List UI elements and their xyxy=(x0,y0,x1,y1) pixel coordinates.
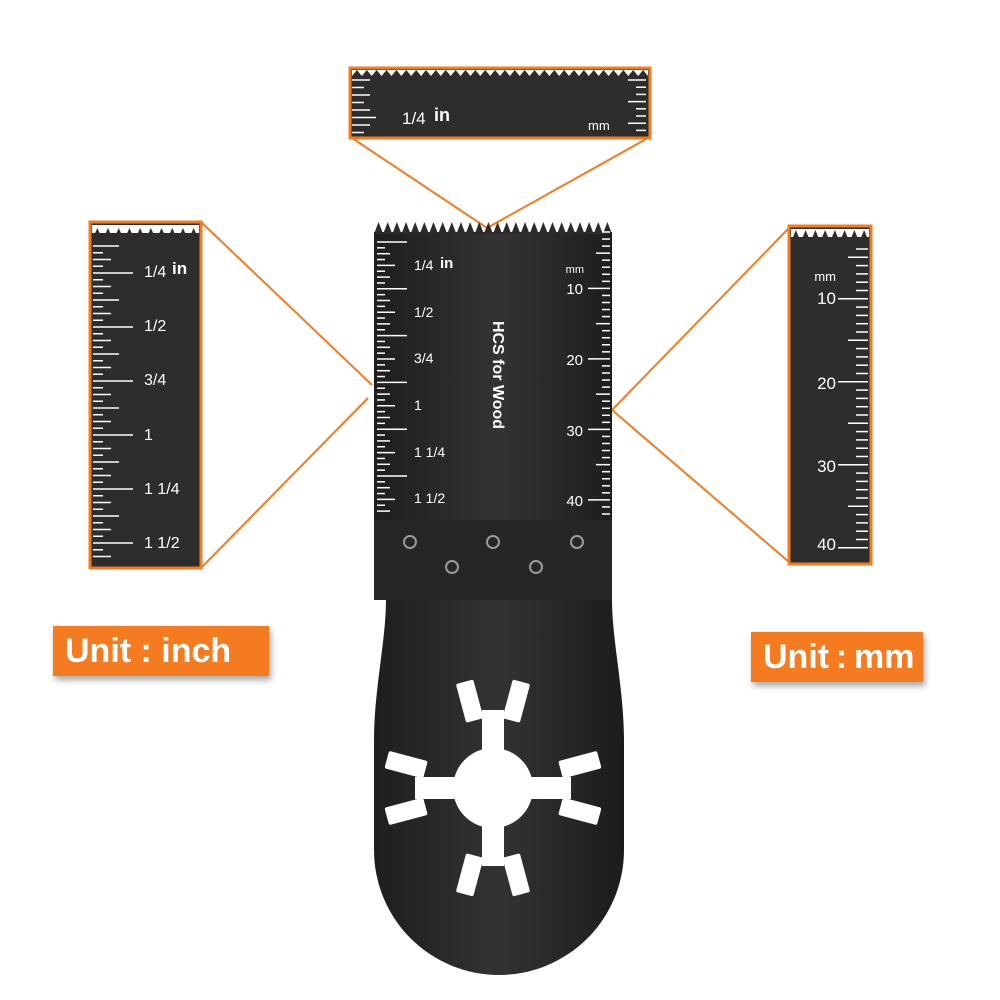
zoom-left-panel: 1/4 in 1/2 3/4 1 1 1/4 1 1/2 xyxy=(88,220,203,570)
zoom-left-inch-unit: in xyxy=(172,259,187,278)
zoom-top-ticks xyxy=(352,79,646,134)
zoom-top-inch-mark: 1/4 xyxy=(402,109,426,128)
blade-inch-mark: 1/4 xyxy=(414,257,434,273)
blade-mm-unit: mm xyxy=(566,264,584,276)
zoom-top-panel: 1/4 in mm xyxy=(348,66,652,140)
mount-slot xyxy=(456,679,484,723)
blade-inch-ticks xyxy=(377,241,407,512)
unit-mm-badge: Unit : mm xyxy=(751,632,923,682)
mount-center-hole xyxy=(453,748,533,828)
zoom-right-mm-mark: 20 xyxy=(817,374,836,393)
zoom-right-teeth xyxy=(791,230,869,242)
saw-blade: 1/4 in 1/2 3/4 1 1 1/4 1 1/2 mm 10 20 30… xyxy=(374,222,624,975)
blade-inch-unit: in xyxy=(440,255,453,272)
blade-inch-mark: 1 1/2 xyxy=(414,490,445,506)
unit-inch-badge: Unit : inch xyxy=(53,626,269,676)
zoom-right-teeth-band xyxy=(791,229,869,237)
blade-collar xyxy=(374,520,612,600)
zoom-top-teeth xyxy=(352,70,648,76)
zoom-left-teeth-band xyxy=(92,225,199,233)
zoom-left-inch-mark: 1 1/2 xyxy=(144,535,180,552)
mount-slot xyxy=(558,751,602,779)
zoom-top-inch-unit: in xyxy=(434,105,450,125)
zoom-top-teeth-band xyxy=(352,70,648,76)
blade-mm-mark: 20 xyxy=(566,352,583,369)
blade-inch-mark: 1 1/4 xyxy=(414,444,445,460)
zoom-left-ticks xyxy=(93,245,133,558)
zoom-connector-lines xyxy=(200,137,790,569)
star-mount-cutout xyxy=(384,679,602,897)
blade-mm-labels: mm 10 20 30 40 xyxy=(566,264,584,510)
mount-slot xyxy=(502,679,530,723)
zoom-left-inch-mark: 1/2 xyxy=(144,318,166,335)
blade-inch-labels: 1/4 in 1/2 3/4 1 1 1/4 1 1/2 xyxy=(414,255,453,506)
zoom-top-mm-unit: mm xyxy=(588,118,610,133)
zoom-left-inch-mark: 3/4 xyxy=(144,372,166,389)
zoom-left-inch-mark: 1/4 xyxy=(144,264,166,281)
blade-mm-mark: 10 xyxy=(566,281,583,298)
blade-mm-ticks xyxy=(588,231,610,515)
zoom-right-mm-mark: 30 xyxy=(817,457,836,476)
mount-slot xyxy=(384,751,428,779)
zoom-left-inch-mark: 1 xyxy=(144,427,153,444)
star-mount-slots xyxy=(384,679,602,897)
blade-inch-mark: 1 xyxy=(414,397,422,413)
collar-holes xyxy=(403,535,584,574)
mount-slot xyxy=(456,853,484,897)
blade-inch-mark: 1/2 xyxy=(414,304,434,320)
blade-inch-mark: 3/4 xyxy=(414,350,434,366)
mount-slot xyxy=(502,853,530,897)
zoom-left-inch-mark: 1 1/4 xyxy=(144,481,180,498)
mount-slot xyxy=(558,797,602,825)
blade-mm-mark: 30 xyxy=(566,423,583,440)
mount-slot xyxy=(384,797,428,825)
zoom-right-mm-mark: 10 xyxy=(817,289,836,308)
zoom-right-ticks xyxy=(838,248,868,549)
zoom-right-mm-unit: mm xyxy=(814,269,836,284)
blade-mm-mark: 40 xyxy=(566,493,583,510)
zoom-right-mm-mark: 40 xyxy=(817,535,836,554)
zoom-left-teeth xyxy=(92,228,199,240)
blade-label: HCS for Wood xyxy=(489,321,506,429)
zoom-right-panel: mm 10 20 30 40 xyxy=(787,224,873,566)
blade-teeth xyxy=(374,222,612,234)
